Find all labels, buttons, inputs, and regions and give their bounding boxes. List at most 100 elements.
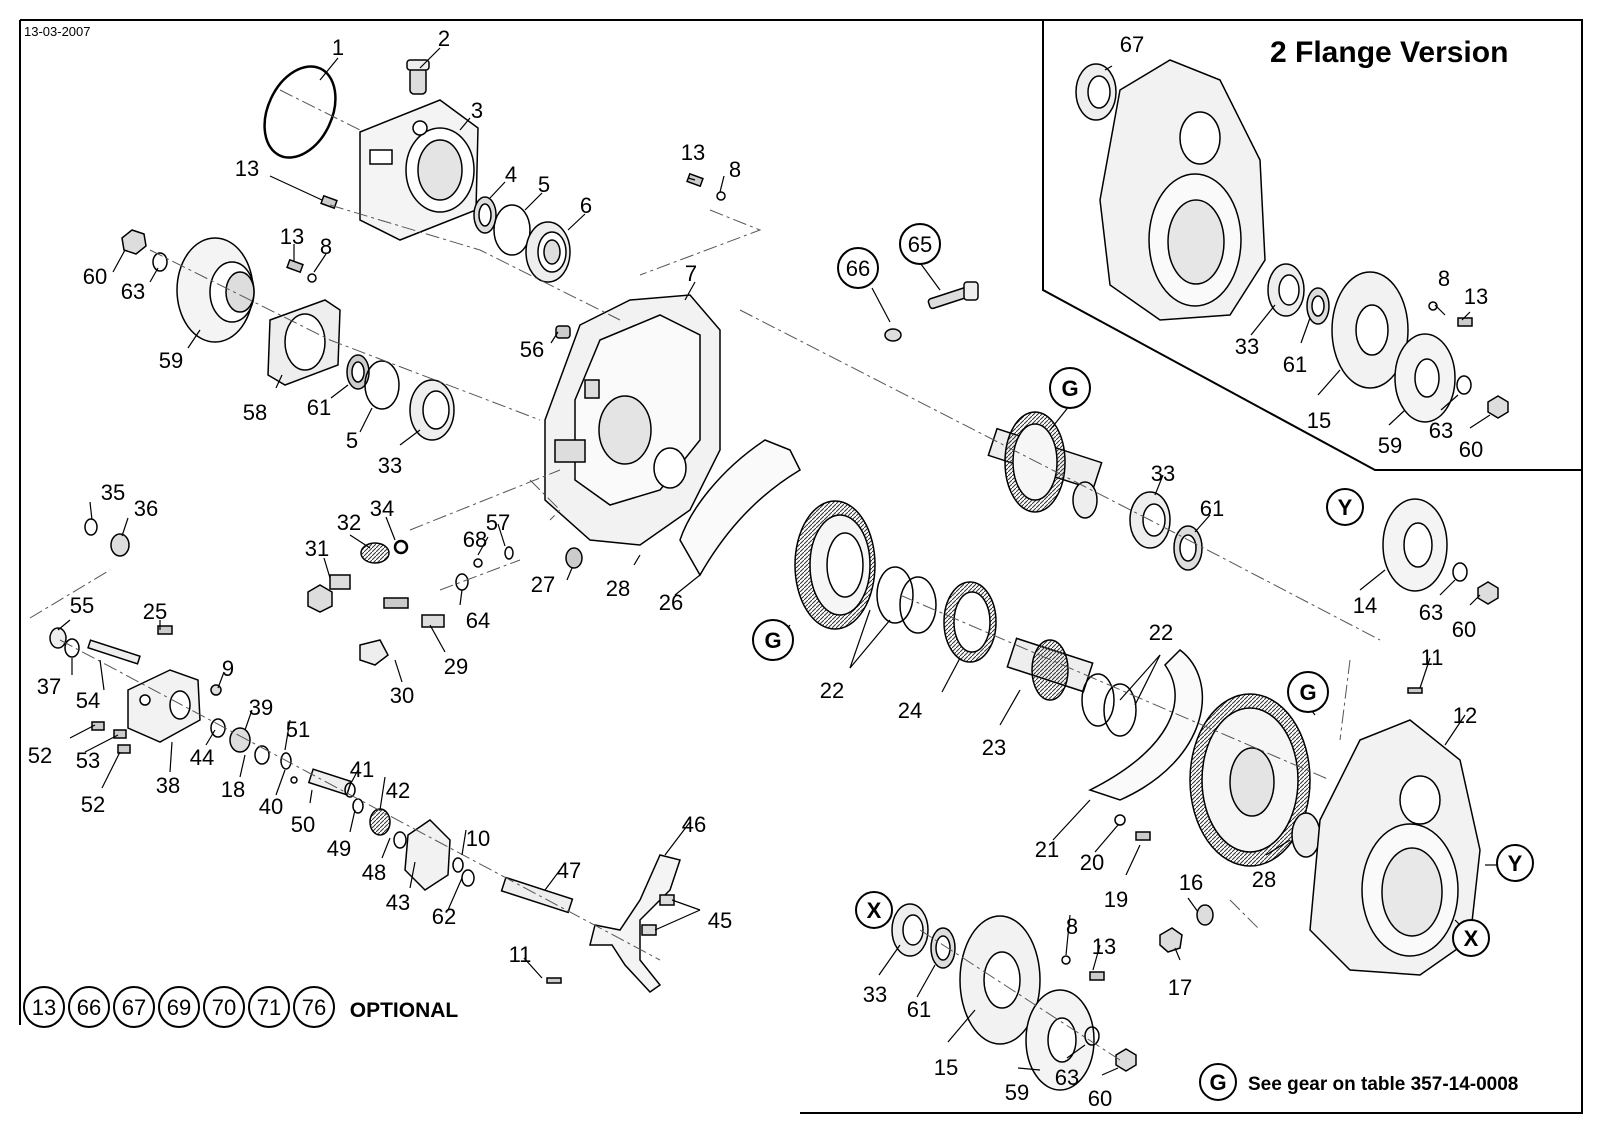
part-label: 28	[1252, 867, 1276, 892]
part-label: 57	[486, 510, 510, 535]
optional-label: OPTIONAL	[350, 999, 459, 1022]
part-label: 2	[438, 26, 450, 51]
part-label: 10	[466, 826, 490, 851]
part-label: 68	[463, 527, 487, 552]
inset-title: 2 Flange Version	[1270, 36, 1508, 69]
part-label: 62	[432, 904, 456, 929]
part-label: 34	[370, 496, 394, 521]
part-label: 1	[332, 35, 344, 60]
optional-number: 13	[32, 995, 56, 1020]
part-label: 8	[1438, 266, 1450, 291]
part-label: 32	[337, 510, 361, 535]
inset-housing	[1099, 59, 1266, 321]
part-label: 11	[1421, 645, 1444, 670]
part-label: Y	[1508, 851, 1523, 876]
part-label: 5	[346, 428, 358, 453]
part-labels: 1 2 3 13 4 5 6 60 63 13 8 59 58 61 5 33 …	[28, 26, 1523, 1111]
part-flange-59	[176, 237, 255, 343]
part-shield-26	[679, 439, 801, 577]
part-label: 19	[1104, 887, 1128, 912]
optional-number: 66	[77, 995, 101, 1020]
part-label: 15	[1307, 408, 1331, 433]
part-label: 7	[685, 261, 697, 286]
part-label: 13	[280, 224, 304, 249]
part-main-housing-7	[544, 294, 721, 546]
part-label: 60	[1452, 617, 1476, 642]
part-shield-21	[1088, 649, 1204, 801]
part-label: 53	[76, 748, 100, 773]
part-label: 33	[378, 453, 402, 478]
diagram-frame	[19, 19, 1583, 1114]
part-label: 13	[1092, 934, 1116, 959]
part-label: 52	[28, 743, 52, 768]
part-label: G	[1061, 376, 1078, 401]
part-label: 22	[820, 678, 844, 703]
part-label: G	[764, 628, 781, 653]
part-label: 33	[1235, 334, 1259, 359]
part-label: 63	[1055, 1065, 1079, 1090]
part-label: 64	[466, 608, 490, 633]
part-label: 17	[1168, 975, 1192, 1000]
part-label: 66	[846, 256, 870, 281]
part-label: 8	[320, 234, 332, 259]
part-label: 65	[908, 232, 932, 257]
part-label: 25	[143, 599, 167, 624]
gear-note-letter: G	[1209, 1070, 1226, 1095]
part-gear-G-lower	[1189, 693, 1311, 867]
part-label: 30	[390, 683, 414, 708]
part-label: 61	[907, 997, 931, 1022]
part-label: 8	[1066, 914, 1078, 939]
part-label: 44	[190, 745, 214, 770]
part-cover-15-lower	[959, 915, 1041, 1045]
part-label: 31	[305, 536, 329, 561]
inset-cover-15	[1331, 271, 1409, 389]
part-label: 41	[350, 757, 374, 782]
optional-number: 71	[257, 995, 281, 1020]
part-label: 38	[156, 773, 180, 798]
part-label: 59	[1378, 433, 1402, 458]
part-label: 61	[1283, 352, 1307, 377]
part-cover-58	[267, 299, 341, 386]
part-label: 28	[606, 576, 630, 601]
part-label: 24	[898, 698, 922, 723]
part-label: 13	[681, 140, 705, 165]
part-block-38	[127, 669, 201, 743]
part-label: 40	[259, 794, 283, 819]
part-label: 47	[557, 858, 581, 883]
part-label: 33	[863, 982, 887, 1007]
part-label: 63	[1419, 600, 1443, 625]
date-stamp: 13-03-2007	[24, 24, 91, 39]
part-label: 11	[509, 942, 532, 967]
part-label: 50	[291, 812, 315, 837]
part-label: 45	[708, 908, 732, 933]
part-label: 61	[1200, 496, 1224, 521]
part-label: 13	[1464, 284, 1488, 309]
part-ring-5	[493, 204, 531, 256]
part-label: X	[1464, 926, 1479, 951]
part-label: 18	[221, 777, 245, 802]
part-flange-59-lower	[1025, 989, 1095, 1091]
gear-note-text: See gear on table 357-14-0008	[1248, 1074, 1518, 1095]
part-label: 12	[1453, 703, 1477, 728]
optional-number: 69	[167, 995, 191, 1020]
part-housing-12	[1309, 719, 1481, 976]
part-sensor-65	[927, 281, 979, 310]
part-label: 58	[243, 400, 267, 425]
part-label: 63	[121, 279, 145, 304]
assembly-centerlines	[29, 89, 1381, 1061]
part-label: 46	[682, 812, 706, 837]
part-label: 13	[235, 156, 259, 181]
part-label: 37	[37, 674, 61, 699]
part-label: 5	[538, 172, 550, 197]
optional-number: 70	[212, 995, 236, 1020]
part-label: 15	[934, 1055, 958, 1080]
part-label: 67	[1120, 32, 1144, 57]
inset-flange-59	[1394, 333, 1456, 423]
part-label: 59	[159, 348, 183, 373]
optional-legend: 13 66 67 69 70 71 76 OPTIONAL	[32, 995, 459, 1022]
part-label: Y	[1338, 495, 1353, 520]
part-label: 8	[729, 157, 741, 182]
part-label: 51	[286, 717, 310, 742]
part-label: 60	[1459, 437, 1483, 462]
part-label: 49	[327, 836, 351, 861]
